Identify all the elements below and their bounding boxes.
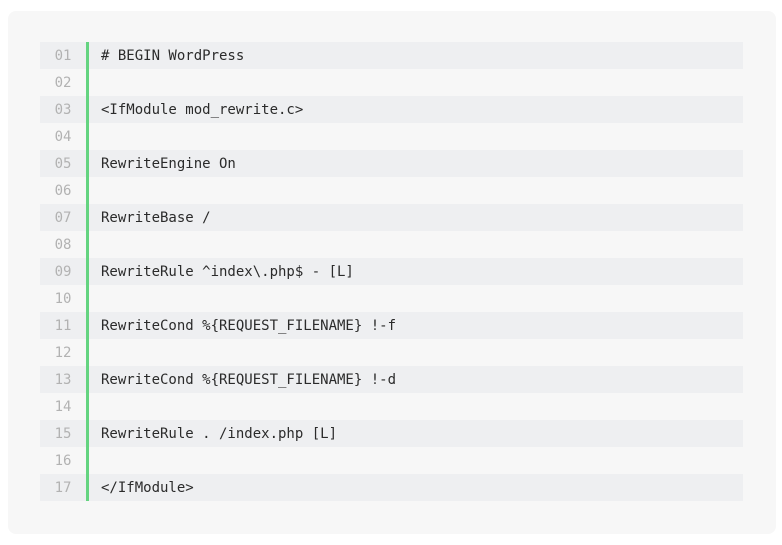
line-number: 13 [54,371,72,388]
code-line: 16 [40,447,743,474]
accent-bar [86,339,89,366]
line-number: 17 [54,479,72,496]
code-line: 11 RewriteCond %{REQUEST_FILENAME} !-f [40,312,743,339]
line-number: 11 [54,317,72,334]
accent-bar [86,204,89,231]
accent-bar [86,42,89,69]
line-number: 15 [54,425,72,442]
accent-bar [86,69,89,96]
accent-bar [86,285,89,312]
accent-bar [86,96,89,123]
line-number: 08 [54,236,72,253]
code-line: 14 [40,393,743,420]
code-text: </IfModule> [101,479,194,496]
code-text: RewriteBase / [101,209,211,226]
code-line: 09 RewriteRule ^index\.php$ - [L] [40,258,743,285]
code-line: 07 RewriteBase / [40,204,743,231]
accent-bar [86,231,89,258]
code-line: 02 [40,69,743,96]
code-line: 17 </IfModule> [40,474,743,501]
code-line: 13 RewriteCond %{REQUEST_FILENAME} !-d [40,366,743,393]
accent-bar [86,123,89,150]
code-text: RewriteRule . /index.php [L] [101,425,338,442]
code-snippet-card: 01 # BEGIN WordPress 02 03 <IfModule mod_r… [8,11,776,534]
line-number: 04 [54,128,72,145]
line-number: 10 [54,290,72,307]
code-text: # BEGIN WordPress [101,47,245,64]
line-number: 01 [54,47,72,64]
line-number: 02 [54,74,72,91]
line-number: 03 [54,101,72,118]
accent-bar [86,420,89,447]
accent-bar [86,258,89,285]
code-text: RewriteCond %{REQUEST_FILENAME} !-f [101,317,397,334]
code-line: 05 RewriteEngine On [40,150,743,177]
code-block: 01 # BEGIN WordPress 02 03 <IfModule mod_r… [40,42,743,501]
code-line: 04 [40,123,743,150]
accent-bar [86,312,89,339]
accent-bar [86,474,89,501]
line-number: 05 [54,155,72,172]
code-line: 08 [40,231,743,258]
line-number: 06 [54,182,72,199]
accent-bar [86,177,89,204]
accent-bar [86,150,89,177]
line-number: 07 [54,209,72,226]
code-text: <IfModule mod_rewrite.c> [101,101,304,118]
code-line: 06 [40,177,743,204]
code-text: RewriteRule ^index\.php$ - [L] [101,263,354,280]
accent-bar [86,447,89,474]
code-line: 01 # BEGIN WordPress [40,42,743,69]
line-number: 12 [54,344,72,361]
line-number: 16 [54,452,72,469]
line-number: 09 [54,263,72,280]
code-text: RewriteCond %{REQUEST_FILENAME} !-d [101,371,397,388]
code-line: 03 <IfModule mod_rewrite.c> [40,96,743,123]
accent-bar [86,366,89,393]
line-number: 14 [54,398,72,415]
accent-bar [86,393,89,420]
code-text: RewriteEngine On [101,155,236,172]
code-line: 10 [40,285,743,312]
code-line: 15 RewriteRule . /index.php [L] [40,420,743,447]
code-line: 12 [40,339,743,366]
